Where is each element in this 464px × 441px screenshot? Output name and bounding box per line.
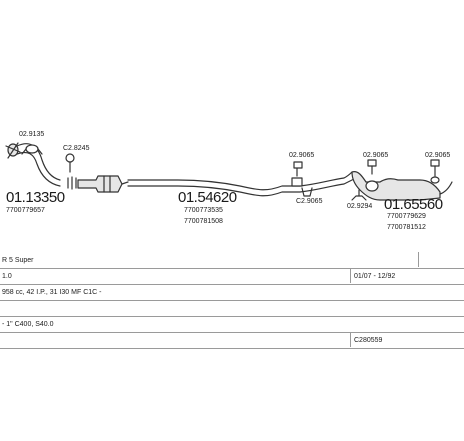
note-text: - 1" C400, S40.0 [2, 321, 54, 328]
engine-size-text: 1.0 [2, 273, 12, 280]
exhaust-drawing [5, 142, 453, 201]
model-text: R 5 Super [2, 257, 34, 264]
info-row-empty [0, 300, 464, 317]
hanger-c-shape [430, 159, 440, 184]
part-code-front-pipe: 01.13350 [6, 189, 65, 206]
engine-spec-text: 958 cc, 42 I.P., 31 I30 MF C1C - [2, 289, 102, 296]
clamp-d-shape [351, 189, 367, 201]
exhaust-diagram: 02.9135 C2.8245 01.13350 7700779657 01.5… [5, 131, 453, 231]
info-row-ref: C280559 [0, 332, 464, 349]
oe-number-rear-box-1: 7700779629 [387, 213, 426, 220]
catalyst-shape [77, 175, 129, 193]
oe-number-middle-pipe-1: 7700773535 [184, 207, 223, 214]
part-code-hanger-c: 02.9065 [425, 152, 451, 159]
info-row-engine: 1.0 01/07 - 12/92 [0, 268, 464, 285]
middle-pipe-shape [127, 171, 357, 197]
part-code-middle-pipe: 01.54620 [178, 189, 237, 206]
clamp-b-shape [65, 153, 77, 190]
part-code-rear-box: 01.65560 [384, 196, 443, 213]
info-row-model: R 5 Super [0, 252, 464, 269]
part-code-hanger-a: 02.9065 [289, 152, 315, 159]
clamp-a-shape [21, 144, 43, 155]
oe-number-front-pipe: 7700779657 [6, 207, 45, 214]
oe-number-middle-pipe-2: 7700781508 [184, 218, 223, 225]
part-code-clamp-a: 02.9135 [19, 131, 45, 138]
rear-box-shape [351, 171, 453, 201]
clamp-c-shape [301, 187, 313, 197]
hanger-b-shape [367, 159, 377, 175]
hanger-a-shape [291, 161, 303, 187]
part-code-clamp-c: C2.9065 [296, 198, 323, 205]
production-dates-text: 01/07 - 12/92 [354, 273, 396, 280]
info-row-note: - 1" C400, S40.0 [0, 316, 464, 333]
front-pipe-shape [5, 142, 61, 187]
part-code-hanger-b: 02.9065 [363, 152, 389, 159]
info-row-spec: 958 cc, 42 I.P., 31 I30 MF C1C - [0, 284, 464, 301]
part-code-clamp-b: C2.8245 [63, 145, 90, 152]
part-code-clamp-d: 02.9294 [347, 203, 373, 210]
reference-code-text: C280559 [354, 337, 383, 344]
oe-number-rear-box-2: 7700781512 [387, 224, 426, 231]
